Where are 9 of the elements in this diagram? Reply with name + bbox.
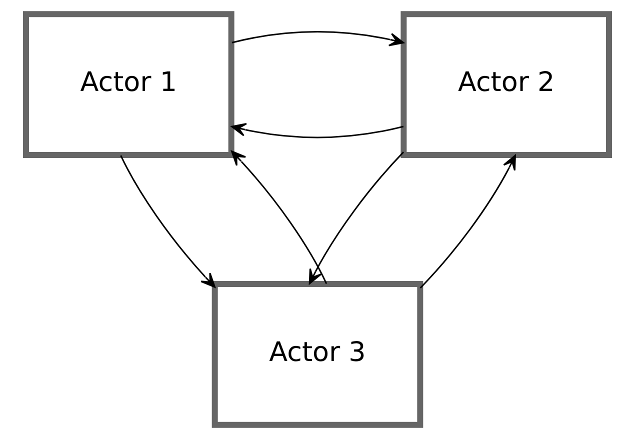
arrow xyxy=(120,155,216,288)
arrow xyxy=(230,150,327,284)
node-box: Actor 2 xyxy=(400,11,612,158)
arrow xyxy=(231,31,404,46)
node-box: Actor 1 xyxy=(22,11,234,158)
arrow xyxy=(230,123,404,138)
arrow xyxy=(308,152,404,284)
arrow xyxy=(419,154,516,288)
node-box: Actor 3 xyxy=(211,280,423,428)
